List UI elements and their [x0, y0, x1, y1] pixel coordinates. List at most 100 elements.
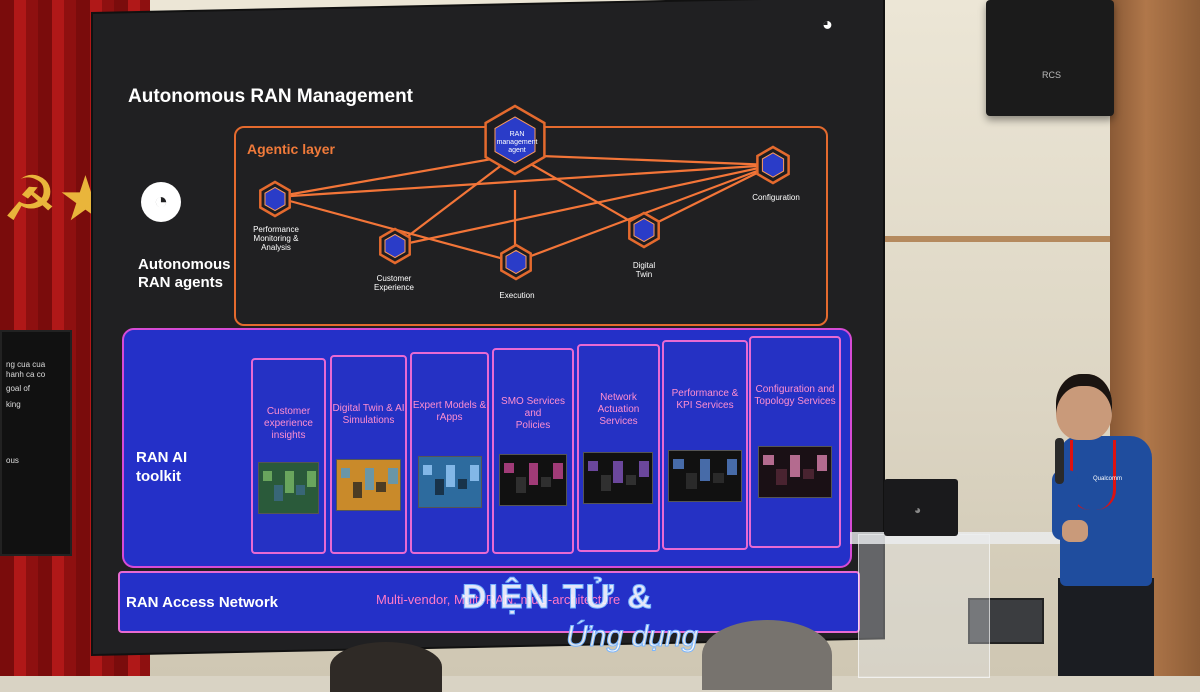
thumbnail-detail: [713, 473, 724, 483]
thumbnail-detail: [274, 485, 283, 501]
thumbnail-detail: [376, 482, 386, 492]
hub-agent-hex-core-icon: [494, 116, 536, 164]
thumbnail-detail: [446, 465, 456, 487]
tool-card: Customer experience insights: [251, 358, 326, 554]
audience-head: [330, 642, 442, 692]
wall-trim: [880, 236, 1110, 242]
tool-title: Network Actuation Services: [597, 392, 640, 427]
tool-title: Configuration and Topology Services: [754, 384, 836, 407]
thumbnail-detail: [763, 455, 774, 465]
hub-agent-label: RAN management agent: [496, 131, 538, 154]
thumbnail-detail: [626, 475, 637, 485]
tool-thumbnail: [258, 462, 319, 514]
agent-label-customer-experience: Customer Experience: [373, 274, 415, 292]
tool-card: Performance & KPI Services: [662, 340, 748, 550]
thumbnail-detail: [364, 468, 374, 490]
qualcomm-logo-icon: ◕: [822, 14, 833, 34]
thumbnail-detail: [388, 468, 398, 484]
thumbnail-detail: [341, 468, 351, 478]
microphone-icon: [1055, 438, 1064, 484]
thumbnail-detail: [352, 482, 363, 498]
thumbnail-detail: [307, 471, 317, 487]
slide-title: Autonomous RAN Management: [128, 86, 413, 107]
thumbnail-detail: [457, 479, 468, 489]
thumbnail-detail: [541, 477, 551, 487]
thumbnail-detail: [285, 471, 294, 493]
thumbnail-detail: [816, 455, 828, 471]
agent-label-performance: Performance Monitoring & Analysis: [253, 225, 299, 252]
tool-title: Expert Models & rApps: [412, 400, 487, 423]
tool-card: Expert Models & rApps: [410, 352, 489, 554]
thumbnail-detail: [789, 455, 801, 477]
thumbnail-detail: [296, 485, 305, 495]
thumbnail-detail: [263, 471, 272, 481]
stage-monitor: [968, 598, 1044, 644]
thumbnail-detail: [588, 461, 598, 471]
side-screen: ng cua cua hanh ca co goal of king ous: [0, 330, 72, 556]
autonomous-agents-logo-icon: ◔: [141, 182, 181, 222]
speaker-head: [1056, 374, 1112, 440]
thumbnail-detail: [673, 459, 684, 469]
tool-title: Performance & KPI Services: [671, 388, 739, 411]
laptop-logo-icon: ◕: [914, 503, 922, 517]
side-screen-line: king: [6, 400, 21, 409]
side-screen-line: ng cua cua: [6, 360, 46, 369]
speaker-brand: RCS: [1042, 70, 1062, 80]
agent-label-configuration: Configuration: [752, 193, 800, 202]
tool-thumbnail: [336, 459, 401, 511]
glass-podium: [858, 534, 990, 678]
thumbnail-detail: [434, 479, 444, 495]
thumbnail-detail: [726, 459, 738, 475]
thumbnail-detail: [469, 465, 479, 481]
agent-label-execution: Execution: [499, 291, 535, 300]
thumbnail-detail: [803, 469, 814, 479]
thumbnail-detail: [528, 463, 539, 485]
tool-title: Customer experience insights: [264, 406, 313, 441]
agent-hex-core-icon: [633, 217, 655, 243]
loudspeaker: [986, 0, 1114, 116]
agent-hex-core-icon: [264, 186, 286, 212]
tool-card: Digital Twin & AI Simulations: [330, 355, 407, 554]
speaker-trousers: [1058, 578, 1154, 676]
thumbnail-detail: [699, 459, 711, 481]
agent-hex-core-icon: [505, 249, 527, 275]
ran-access-network-bar: [118, 571, 860, 633]
audience-head: [702, 620, 832, 690]
thumbnail-detail: [516, 477, 527, 493]
tool-title: SMO Services and Policies: [501, 396, 565, 431]
side-screen-line: ous: [6, 456, 19, 465]
agent-connection-lines: [259, 104, 790, 281]
side-screen-line: goal of: [6, 384, 31, 393]
tool-card: SMO Services and Policies: [492, 348, 574, 554]
thumbnail-detail: [553, 463, 564, 479]
thumbnail-detail: [423, 465, 433, 475]
thumbnail-detail: [686, 473, 698, 489]
tool-thumbnail: [583, 452, 653, 504]
agentic-layer-label: Agentic layer: [247, 141, 335, 157]
thumbnail-detail: [638, 461, 649, 477]
watermark-line-1: ĐIỆN TỬ &: [462, 578, 654, 617]
tool-title: Digital Twin & AI Simulations: [332, 403, 405, 426]
laptop: [884, 479, 958, 536]
side-screen-line: hanh ca co: [6, 370, 46, 379]
autonomous-agents-label: Autonomous RAN agents: [138, 256, 231, 291]
thumbnail-detail: [600, 475, 611, 491]
tool-card: Configuration and Topology Services: [749, 336, 841, 548]
tool-thumbnail: [418, 456, 482, 508]
ran-ai-toolkit-label: RAN AI toolkit: [136, 449, 188, 485]
access-network-tagline: Multi-vendor, Multi-RAN, multi-architect…: [376, 592, 621, 607]
shirt-brand: Qualcomm: [1093, 476, 1123, 482]
tool-thumbnail: [499, 454, 567, 506]
ran-access-network-label: RAN Access Network: [126, 594, 278, 611]
thumbnail-detail: [504, 463, 514, 473]
speaker-hand: [1062, 520, 1088, 542]
tool-card: Network Actuation Services: [577, 344, 660, 552]
watermark-line-2: Ứng dụng: [565, 620, 699, 654]
agent-label-digital-twin: Digital Twin: [632, 261, 656, 279]
thumbnail-detail: [776, 469, 788, 485]
tool-thumbnail: [668, 450, 742, 502]
agent-hex-core-icon: [384, 233, 406, 259]
tool-thumbnail: [758, 446, 832, 498]
agent-hex-core-icon: [761, 152, 785, 178]
thumbnail-detail: [613, 461, 624, 483]
